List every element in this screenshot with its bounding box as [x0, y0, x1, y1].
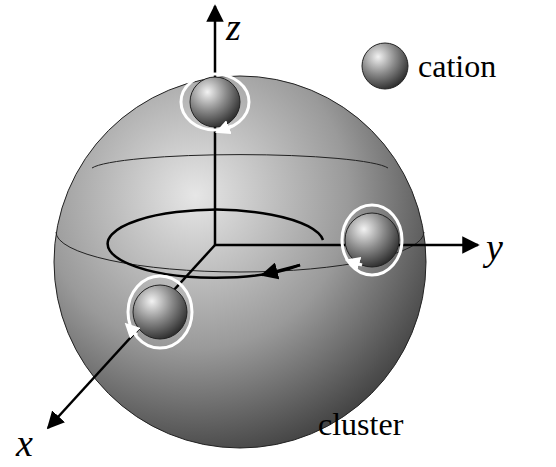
cation-top	[181, 74, 249, 130]
legend-cation-icon	[362, 43, 408, 89]
x-axis	[48, 245, 215, 428]
axis-label: x	[16, 424, 33, 462]
cluster-label: cluster	[318, 408, 403, 440]
cation-right	[342, 205, 402, 275]
latitude-line	[92, 155, 388, 168]
legend-text: cation	[418, 50, 496, 82]
orbit-arrow	[262, 265, 300, 275]
cluster-sphere	[54, 76, 426, 448]
axis-label: y	[486, 228, 503, 266]
axis-label: z	[226, 8, 241, 46]
cation-left	[128, 276, 192, 348]
